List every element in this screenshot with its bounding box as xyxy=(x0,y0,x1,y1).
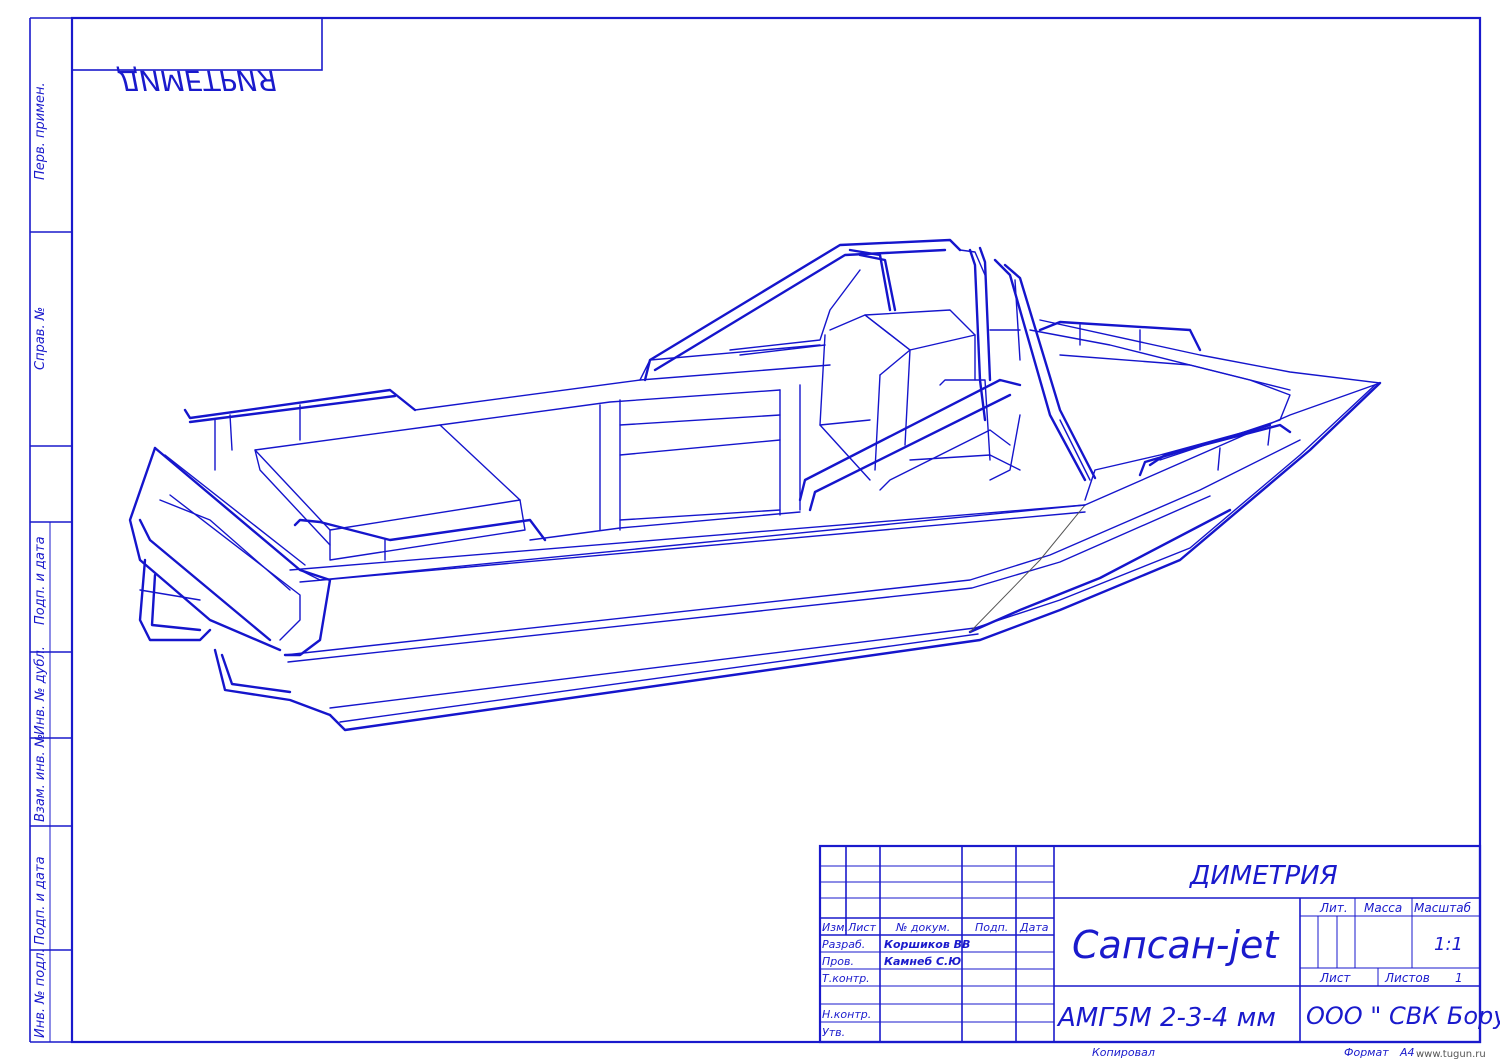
side-label-podp-data-2: Подп. и дата xyxy=(33,856,48,945)
role-tkontr: Т.контр. xyxy=(822,972,870,985)
razrab-name: Коршиков ВВ xyxy=(884,938,970,951)
col-izm: Изм. xyxy=(822,921,848,934)
product-name: Сапсан-jet xyxy=(1072,923,1280,967)
side-label-sprav-no: Справ. № xyxy=(33,307,48,370)
col-data: Дата xyxy=(1019,921,1049,934)
masshtab-value: 1:1 xyxy=(1434,934,1463,955)
kopiroval-label: Копировал xyxy=(1092,1046,1155,1059)
mirrored-title: ДИМЕТРИЯ xyxy=(115,64,276,97)
list-label: Лист xyxy=(1319,971,1351,985)
role-razrab: Разраб. xyxy=(822,938,865,951)
side-label-inv-podl: Инв. № подл. xyxy=(33,948,48,1038)
side-label-perv-primen: Перв. примен. xyxy=(33,82,48,180)
col-list: Лист xyxy=(847,921,876,934)
masshtab-label: Масштаб xyxy=(1414,901,1472,915)
title-block-frame xyxy=(818,844,1482,1044)
listov-label: Листов xyxy=(1384,971,1430,985)
lit-label: Лит. xyxy=(1319,901,1348,915)
col-podp: Подп. xyxy=(975,921,1008,934)
format-value: А4 xyxy=(1399,1046,1415,1059)
prov-name: Камнеб С.Ю xyxy=(884,955,961,968)
mirrored-title-box xyxy=(71,17,323,71)
role-prov: Пров. xyxy=(822,955,854,968)
view-name: ДИМЕТРИЯ xyxy=(1189,861,1338,891)
organization: ООО " СВК Борус " xyxy=(1306,1002,1500,1030)
material: АМГ5М 2-3-4 мм xyxy=(1056,1003,1276,1033)
format-label: Формат xyxy=(1344,1046,1389,1059)
sheet-frame xyxy=(70,16,1482,1044)
side-label-podp-data: Подп. и дата xyxy=(33,536,48,625)
boat-drawing xyxy=(128,238,1382,732)
role-nkontr: Н.контр. xyxy=(822,1008,871,1021)
side-label-inv-dubl: Инв. № дубл. xyxy=(33,646,48,735)
massa-label: Масса xyxy=(1364,901,1402,915)
col-doc: № докум. xyxy=(895,921,950,934)
side-label-vzam-inv: Взам. инв. № xyxy=(33,734,48,822)
title-block: ДИМЕТРИЯ Сапсан-jet АМГ5М 2-3-4 мм ООО "… xyxy=(818,844,1500,1044)
role-utv: Утв. xyxy=(822,1026,845,1039)
watermark: www.tugun.ru xyxy=(1416,1049,1486,1060)
listov-value: 1 xyxy=(1455,971,1463,985)
